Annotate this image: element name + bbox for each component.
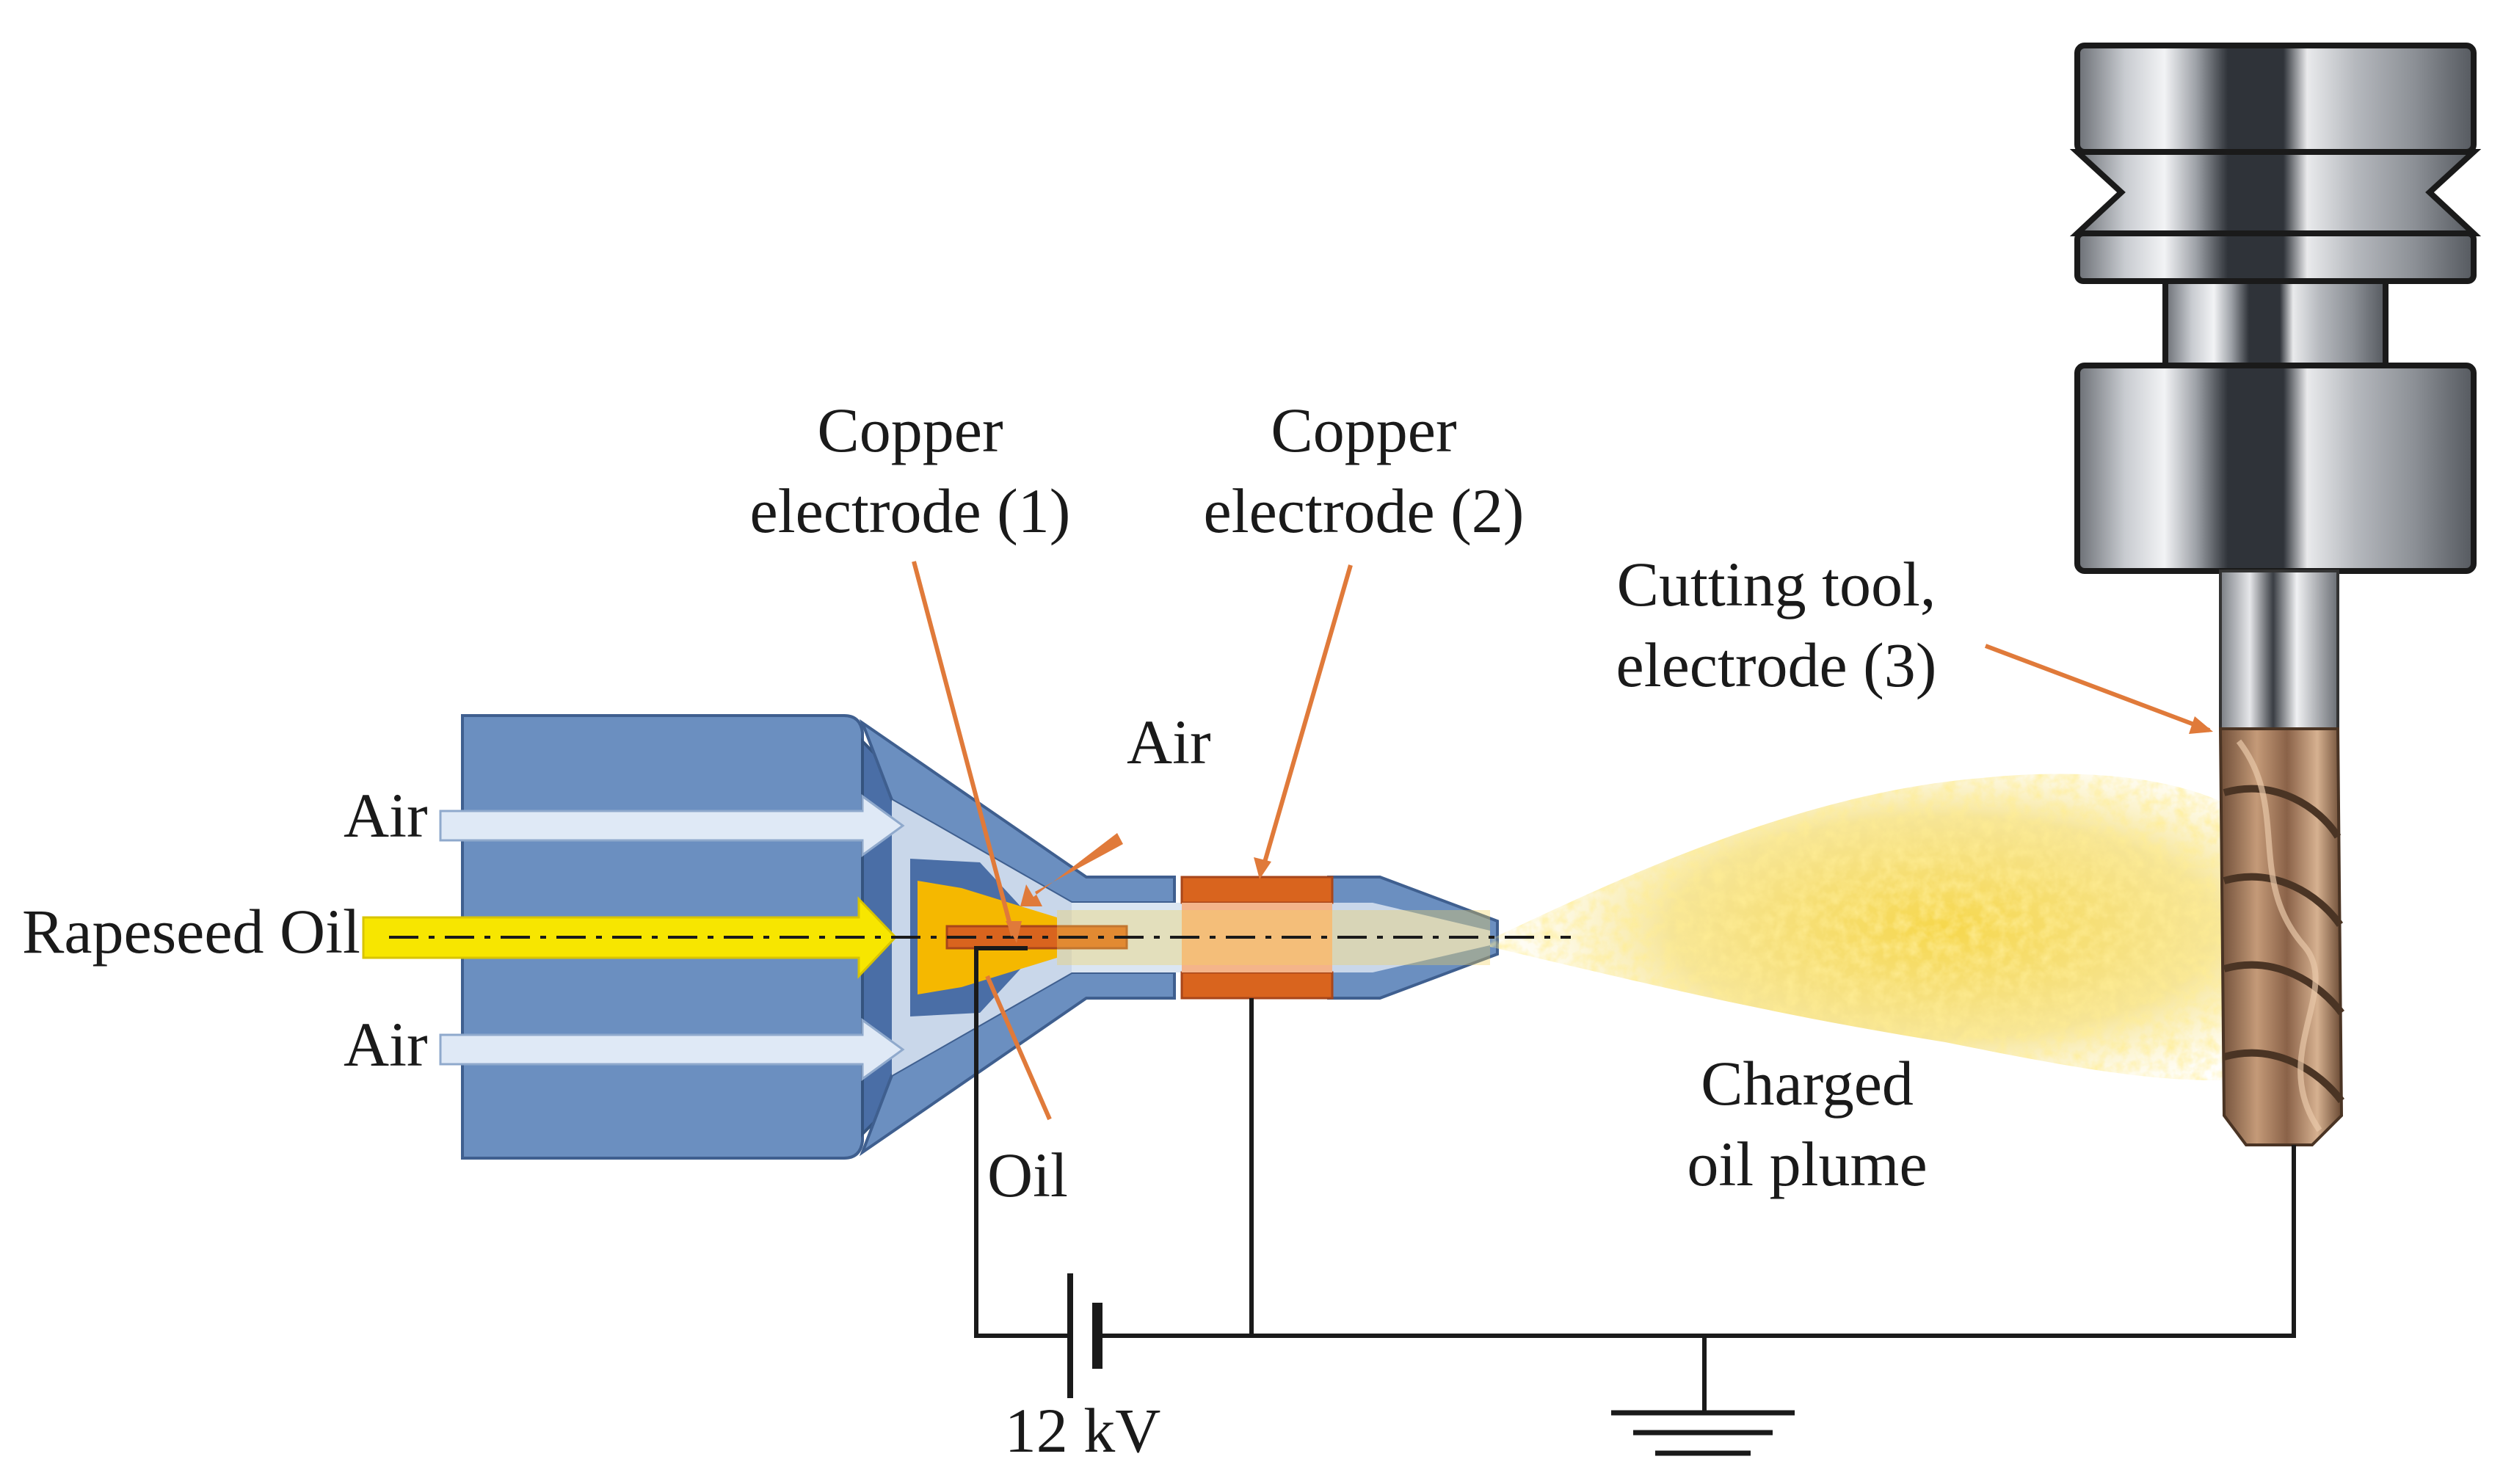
wire-electrode-1 bbox=[974, 946, 1068, 1338]
leader-electrode-1 bbox=[912, 561, 1015, 936]
circuit bbox=[974, 946, 2296, 1456]
ground-icon bbox=[1611, 1336, 1795, 1456]
tool-holder bbox=[2069, 43, 2482, 574]
label-electrode-2-line1: Copper bbox=[1271, 395, 1456, 465]
label-air-top: Air bbox=[344, 780, 428, 851]
label-tool-line1: Cutting tool, bbox=[1617, 549, 1936, 619]
leader-oil bbox=[985, 975, 1052, 1121]
label-plume-line1: Charged bbox=[1701, 1048, 1914, 1119]
label-oil: Oil bbox=[987, 1140, 1068, 1210]
leader-lines bbox=[912, 561, 2213, 1121]
air-arrow-top bbox=[439, 794, 905, 857]
label-electrode-1-line2: electrode (1) bbox=[750, 476, 1071, 546]
battery-icon bbox=[1067, 1273, 1102, 1398]
tool-shank bbox=[2219, 570, 2339, 730]
label-tool-line2: electrode (3) bbox=[1616, 630, 1937, 700]
label-electrode-1-line1: Copper bbox=[817, 395, 1003, 465]
label-rapeseed-oil: Rapeseed Oil bbox=[22, 896, 360, 967]
labels: Air Rapeseed Oil Air Air Oil Copper elec… bbox=[22, 395, 1936, 1466]
charged-oil-plume bbox=[1490, 774, 2246, 1080]
label-electrode-2-line2: electrode (2) bbox=[1204, 476, 1525, 546]
leader-electrode-2 bbox=[1260, 564, 1353, 870]
wire-main bbox=[1102, 1145, 2296, 1338]
label-air-inner: Air bbox=[1127, 707, 1211, 777]
cutting-tool-electrode-3 bbox=[2218, 727, 2344, 1146]
label-air-bottom: Air bbox=[344, 1009, 428, 1080]
leader-tool bbox=[1984, 644, 2211, 732]
air-arrow-inner bbox=[1020, 833, 1123, 906]
air-arrow-bottom bbox=[439, 1018, 905, 1081]
air-arrows bbox=[439, 794, 1123, 1081]
label-voltage: 12 kV bbox=[1005, 1395, 1161, 1466]
label-plume-line2: oil plume bbox=[1687, 1129, 1927, 1199]
